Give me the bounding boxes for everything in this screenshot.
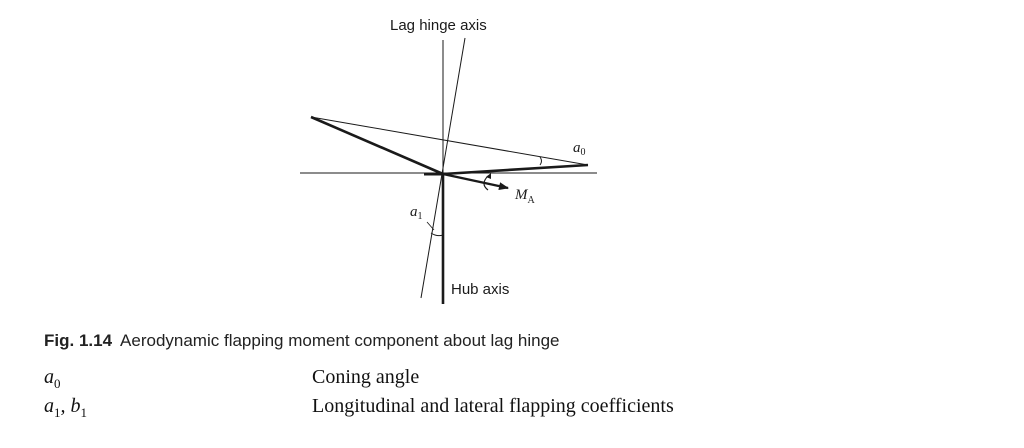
a1-angle-arc [430,232,444,237]
nomenclature-symbol: a1, b1 [44,395,87,420]
nomenclature-definition: Coning angle [312,366,420,388]
blade-left-thick [310,115,444,176]
blade-right-thick [442,163,589,176]
hub-axis-label: Hub axis [451,281,509,298]
moment-rotation-arrow [486,173,491,179]
flapping-moment-diagram: Lag hinge axis Hub axis a0 a1 MA [300,17,597,304]
nomenclature-definition: Longitudinal and lateral flapping coeffi… [312,395,674,417]
ma-label: MA [514,187,536,206]
a1-label: a1 [410,204,423,222]
a1-leader [426,221,435,231]
figure-caption-text: Aerodynamic flapping moment component ab… [120,331,560,350]
a0-label: a0 [573,140,586,158]
figure-number: Fig. 1.14 [44,331,113,350]
lag-hinge-axis-line [420,37,466,299]
cone-reference-line [310,116,589,166]
lag-hinge-axis-label: Lag hinge axis [390,17,487,34]
figure-caption: Fig. 1.14 Aerodynamic flapping moment com… [44,331,559,351]
moment-vector [442,172,509,191]
nomenclature-symbol: a0 [44,366,61,391]
a0-angle-arc [539,156,542,166]
